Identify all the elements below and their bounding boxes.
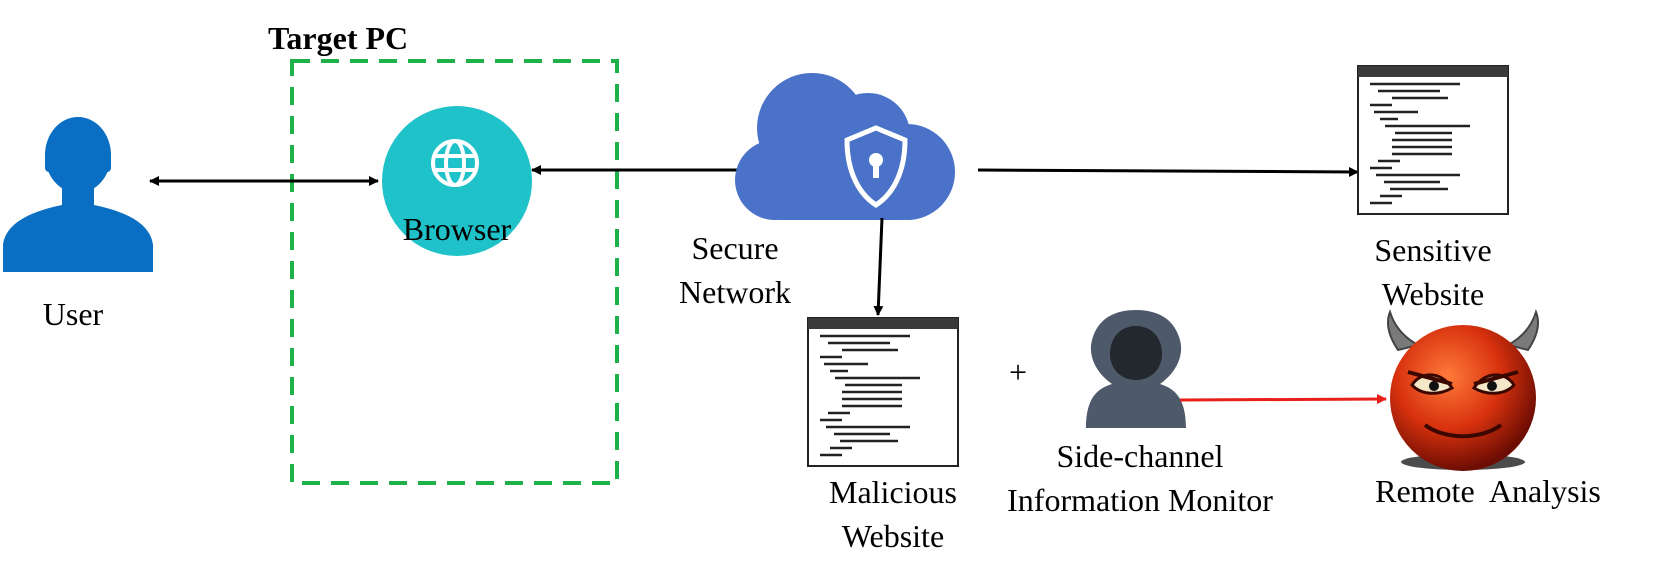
- target-pc-title: Target PC: [268, 20, 409, 56]
- side-channel-monitor-line1: Side-channel: [1056, 438, 1224, 474]
- side-channel-monitor-label: Side-channel Information Monitor: [980, 434, 1300, 522]
- user-icon: [3, 117, 153, 272]
- user-label: User: [42, 296, 104, 332]
- secure-network-label: Secure Network: [660, 226, 810, 314]
- sensitive-website-line1: Sensitive: [1374, 232, 1492, 268]
- plus-sign: +: [1008, 354, 1028, 390]
- network-malicious-arrow: [873, 217, 884, 316]
- browser-label: Browser: [402, 211, 512, 247]
- secure-network-line1: Secure: [691, 230, 779, 266]
- sensitive-website-line2: Website: [1381, 276, 1485, 312]
- globe-icon: [431, 139, 479, 187]
- hooded-hacker-icon: [1086, 310, 1186, 428]
- sensitive-website-label: Sensitive Website: [1358, 228, 1508, 316]
- cloud-shield-icon: [735, 73, 955, 220]
- malicious-website-line1: Malicious: [829, 474, 957, 510]
- sensitive-webpage-icon: [1357, 65, 1509, 215]
- remote-analysis-label: Remote Analysis: [1375, 473, 1601, 509]
- malicious-website-label: Malicious Website: [808, 470, 978, 558]
- browser-node: [382, 106, 532, 256]
- malicious-webpage-icon: [807, 317, 959, 467]
- monitor-remote-arrow: [1179, 394, 1387, 405]
- secure-network-line2: Network: [679, 274, 791, 310]
- side-channel-monitor-line2: Information Monitor: [1007, 482, 1273, 518]
- malicious-website-line2: Website: [841, 518, 945, 554]
- target-pc-boundary: [290, 59, 619, 485]
- devil-face-icon: [1387, 309, 1539, 471]
- network-sensitive-arrow: [977, 166, 1359, 177]
